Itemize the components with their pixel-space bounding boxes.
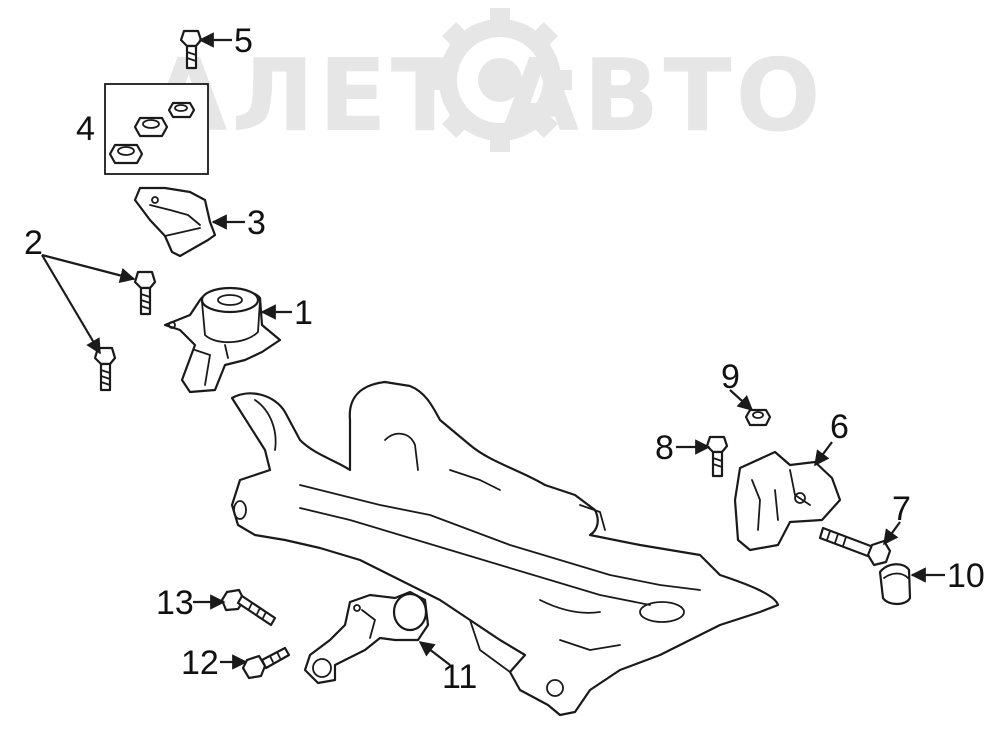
bolt-2-upper xyxy=(133,270,157,316)
bolt-8 xyxy=(705,435,729,478)
callout-4: 4 xyxy=(76,110,95,148)
nut-9 xyxy=(744,408,772,427)
callout-8: 8 xyxy=(655,429,674,467)
engine-mount-part xyxy=(163,286,282,394)
bolt-2-lower xyxy=(93,346,117,392)
callouts: 5 4 3 2 1 9 8 6 7 10 13 12 11 xyxy=(24,22,985,696)
nut-middle xyxy=(133,116,169,138)
callout-13: 13 xyxy=(156,584,194,622)
callout-5: 5 xyxy=(234,22,253,60)
callout-9: 9 xyxy=(721,358,740,396)
callout-3: 3 xyxy=(247,204,266,242)
bolt-5 xyxy=(179,29,203,70)
callout-6: 6 xyxy=(830,408,849,446)
callout-7: 7 xyxy=(892,490,911,528)
nut-small xyxy=(167,101,196,119)
nuts-kit-part xyxy=(104,83,209,175)
bolt-13 xyxy=(220,588,277,627)
bolt-12 xyxy=(241,646,291,680)
callout-2: 2 xyxy=(24,224,43,262)
bracket-part xyxy=(133,186,217,258)
cap-10 xyxy=(878,563,912,606)
callout-1: 1 xyxy=(294,294,313,332)
watermark: АЛЕТ АВТО xyxy=(150,8,821,154)
nut-large xyxy=(108,143,144,165)
subframe xyxy=(230,380,780,717)
gear-icon xyxy=(428,8,572,152)
leader-7 xyxy=(883,521,901,546)
leader-9 xyxy=(729,389,754,412)
callout-10: 10 xyxy=(947,557,985,595)
leader-2a xyxy=(41,253,136,283)
leader-6 xyxy=(814,441,833,467)
leader-lines xyxy=(41,32,945,670)
torque-rod-part xyxy=(303,590,430,685)
callout-11: 11 xyxy=(442,658,477,696)
callout-12: 12 xyxy=(181,644,219,682)
leader-11 xyxy=(418,641,451,666)
leader-2b xyxy=(41,254,101,355)
transmission-mount-part xyxy=(733,450,842,552)
bolt-7 xyxy=(818,526,892,567)
